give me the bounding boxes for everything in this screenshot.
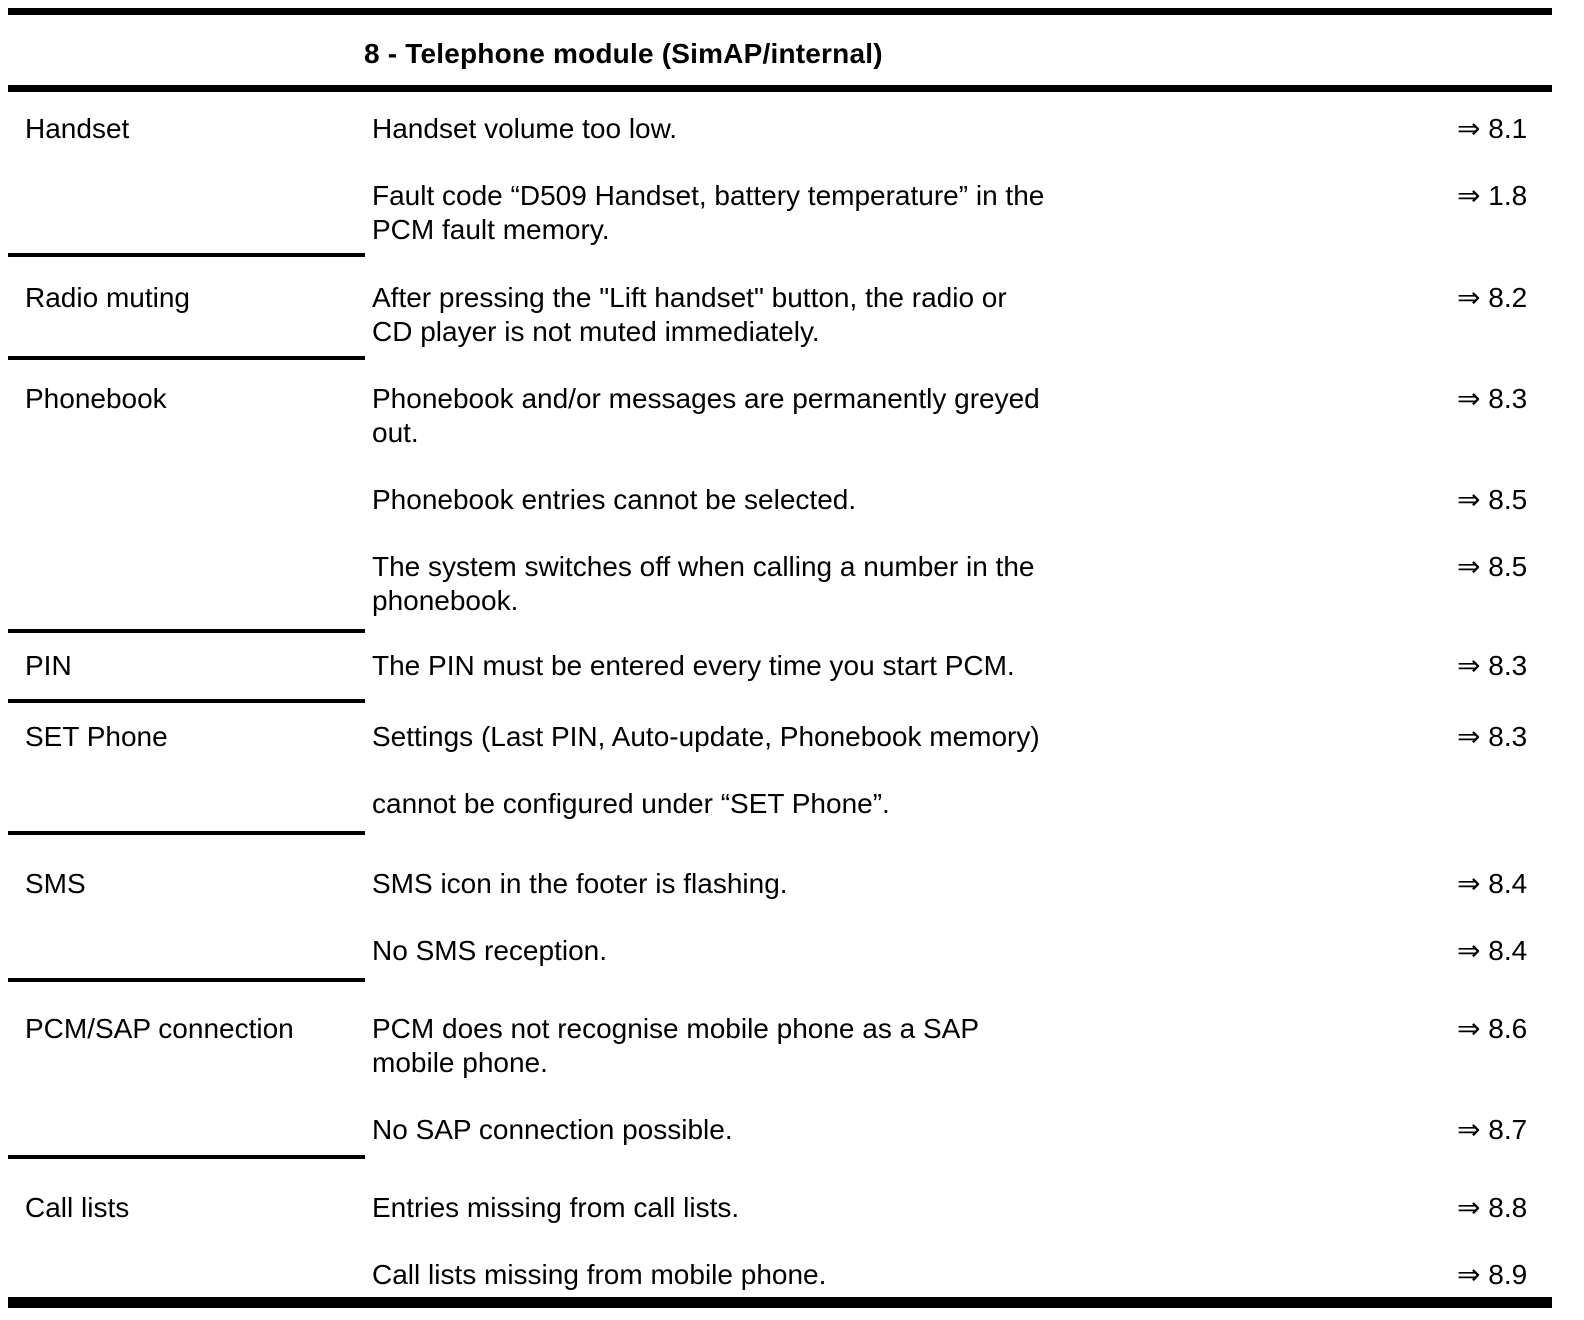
reference-cell: ⇒ 8.7 <box>1457 1114 1528 1145</box>
problem-row: Call lists missing from mobile phone. ⇒ … <box>372 1258 1552 1292</box>
reference-cell: ⇒ 8.9 <box>1457 1259 1528 1290</box>
problem-row: SMS icon in the footer is flashing. ⇒ 8.… <box>372 867 1552 901</box>
problem-cell: Entries missing from call lists. <box>372 1192 740 1223</box>
category-cell: Phonebook <box>25 383 167 414</box>
problem-row: Entries missing from call lists. ⇒ 8.8 <box>372 1191 1552 1225</box>
problem-cell: SMS icon in the footer is flashing. <box>372 868 788 899</box>
category-cell: Radio muting <box>25 282 190 313</box>
problem-cell: The system switches off when calling a n… <box>372 551 1035 616</box>
section-separator <box>8 629 365 633</box>
category-cell: Call lists <box>25 1192 130 1223</box>
problem-cell: Phonebook and/or messages are permanentl… <box>372 383 1040 448</box>
problem-cell: Fault code “D509 Handset, battery temper… <box>372 180 1045 245</box>
category-cell: Handset <box>25 113 130 144</box>
reference-cell: ⇒ 8.5 <box>1457 551 1528 582</box>
header-rule <box>8 85 1552 92</box>
table-section-sms: SMS SMS icon in the footer is flashing. … <box>8 835 1552 978</box>
problem-cell: cannot be configured under “SET Phone”. <box>372 788 890 819</box>
section-separator <box>8 699 365 703</box>
problem-row: PCM does not recognise mobile phone as a… <box>372 1012 1552 1080</box>
problem-row: cannot be configured under “SET Phone”. <box>372 787 1552 821</box>
reference-cell: ⇒ 8.3 <box>1457 721 1528 752</box>
section-separator <box>8 356 365 360</box>
problem-cell: The PIN must be entered every time you s… <box>372 650 1015 681</box>
problem-cell: Settings (Last PIN, Auto-update, Phonebo… <box>372 721 1040 752</box>
reference-cell: ⇒ 8.4 <box>1457 935 1528 966</box>
bottom-rule <box>8 1297 1552 1308</box>
reference-cell: ⇒ 8.3 <box>1457 383 1528 414</box>
problem-cell: Handset volume too low. <box>372 113 678 144</box>
problem-row: Handset volume too low. ⇒ 8.1 <box>372 112 1552 146</box>
reference-cell: ⇒ 8.5 <box>1457 484 1528 515</box>
reference-cell: ⇒ 8.3 <box>1457 650 1528 681</box>
table-section-pcm-sap-connection: PCM/SAP connection PCM does not recognis… <box>8 982 1552 1155</box>
category-cell: SMS <box>25 868 86 899</box>
problem-row: No SAP connection possible. ⇒ 8.7 <box>372 1113 1552 1147</box>
problem-row: Settings (Last PIN, Auto-update, Phonebo… <box>372 720 1552 754</box>
table-section-set-phone: SET Phone Settings (Last PIN, Auto-updat… <box>8 703 1552 831</box>
reference-cell: ⇒ 8.8 <box>1457 1192 1528 1223</box>
section-separator <box>8 978 365 982</box>
table-section-handset: Handset Handset volume too low. ⇒ 8.1 Fa… <box>8 92 1552 253</box>
problem-row: After pressing the "Lift handset" button… <box>372 281 1552 349</box>
problem-cell: No SAP connection possible. <box>372 1114 733 1145</box>
problem-row: No SMS reception. ⇒ 8.4 <box>372 934 1552 968</box>
problem-cell: No SMS reception. <box>372 935 607 966</box>
problem-row: Fault code “D509 Handset, battery temper… <box>372 179 1552 247</box>
reference-cell: ⇒ 1.8 <box>1457 180 1528 211</box>
reference-cell: ⇒ 8.2 <box>1457 282 1528 313</box>
table-section-pin: PIN The PIN must be entered every time y… <box>8 633 1552 699</box>
table-section-call-lists: Call lists Entries missing from call lis… <box>8 1159 1552 1297</box>
problem-cell: Call lists missing from mobile phone. <box>372 1259 827 1290</box>
problem-cell: After pressing the "Lift handset" button… <box>372 282 1007 347</box>
section-separator <box>8 1155 365 1159</box>
table-section-radio-muting: Radio muting After pressing the "Lift ha… <box>8 257 1552 356</box>
document-page: 8 - Telephone module (SimAP/internal) Ha… <box>8 8 1552 1308</box>
problem-cell: PCM does not recognise mobile phone as a… <box>372 1013 980 1078</box>
reference-cell: ⇒ 8.1 <box>1457 113 1528 144</box>
table-section-phonebook: Phonebook Phonebook and/or messages are … <box>8 360 1552 629</box>
problem-row: The PIN must be entered every time you s… <box>372 649 1552 683</box>
section-separator <box>8 831 365 835</box>
top-rule <box>8 8 1552 15</box>
problem-cell: Phonebook entries cannot be selected. <box>372 484 857 515</box>
page-title: 8 - Telephone module (SimAP/internal) <box>364 38 883 69</box>
category-cell: PIN <box>25 650 72 681</box>
category-cell: PCM/SAP connection <box>25 1013 294 1044</box>
problem-row: Phonebook entries cannot be selected. ⇒ … <box>372 483 1552 517</box>
problem-row: The system switches off when calling a n… <box>372 550 1552 618</box>
section-separator <box>8 253 365 257</box>
category-cell: SET Phone <box>25 721 168 752</box>
reference-cell: ⇒ 8.6 <box>1457 1013 1528 1044</box>
reference-cell: ⇒ 8.4 <box>1457 868 1528 899</box>
table-header: 8 - Telephone module (SimAP/internal) <box>8 15 1552 85</box>
problem-row: Phonebook and/or messages are permanentl… <box>372 382 1552 450</box>
